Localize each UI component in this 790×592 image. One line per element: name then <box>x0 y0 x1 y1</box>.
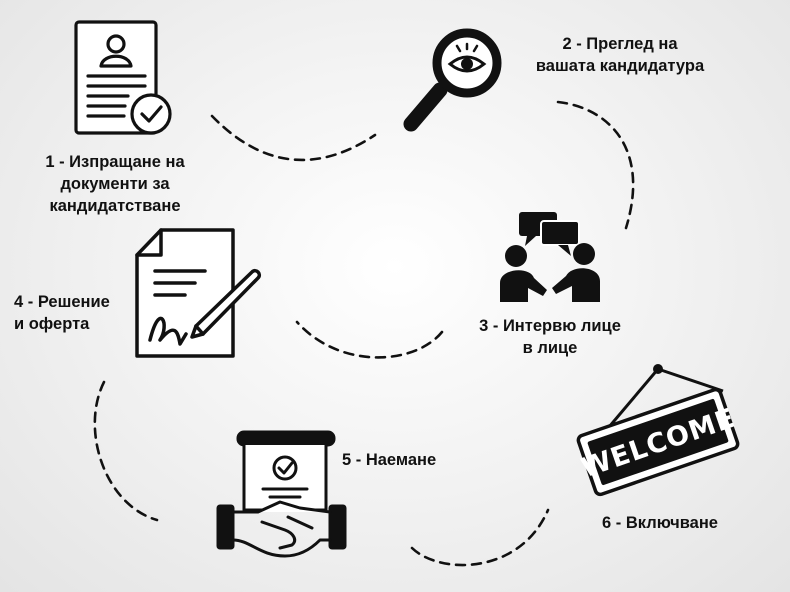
step-2-line-2: вашата кандидатура <box>535 57 705 75</box>
step-4-label: 4 - Решение и оферта <box>14 291 134 335</box>
connector-5-6 <box>410 508 550 567</box>
step-5-line-1: 5 - Наемане <box>342 451 437 469</box>
step-6-label: 6 - Включване <box>602 512 752 534</box>
signed-contract-pen-icon <box>135 228 262 358</box>
step-3-line-1: 3 - Интервю лице <box>479 317 621 335</box>
step-3-line-2: в лице <box>522 339 578 357</box>
connector-1-2 <box>210 114 377 162</box>
step-1-line-3: кандидатстване <box>49 197 181 215</box>
step-4-line-1: 4 - Решение <box>14 293 110 311</box>
step-4-line-2: и оферта <box>14 315 90 333</box>
step-1-label: 1 - Изпращане на документи за кандидатст… <box>20 151 210 217</box>
step-2-line-1: 2 - Преглед на <box>562 35 678 53</box>
step-1-line-1: 1 - Изпращане на <box>45 153 185 171</box>
handshake-certificate-icon <box>216 430 347 558</box>
step-3-label: 3 - Интервю лице в лице <box>455 315 645 359</box>
welcome-sign-icon: WELCOME <box>576 364 739 497</box>
magnifier-eye-icon <box>403 28 502 132</box>
connector-3-4 <box>295 320 444 359</box>
connector-2-3 <box>556 100 635 230</box>
step-2-label: 2 - Преглед на вашата кандидатура <box>510 33 730 77</box>
connectors <box>93 100 635 567</box>
cv-document-check-icon <box>74 20 172 135</box>
step-6-line-1: 6 - Включване <box>602 514 718 532</box>
step-5-label: 5 - Наемане <box>342 449 472 471</box>
interview-people-icon <box>500 212 600 302</box>
connector-4-5 <box>93 380 159 522</box>
step-1-line-2: документи за <box>60 175 170 193</box>
